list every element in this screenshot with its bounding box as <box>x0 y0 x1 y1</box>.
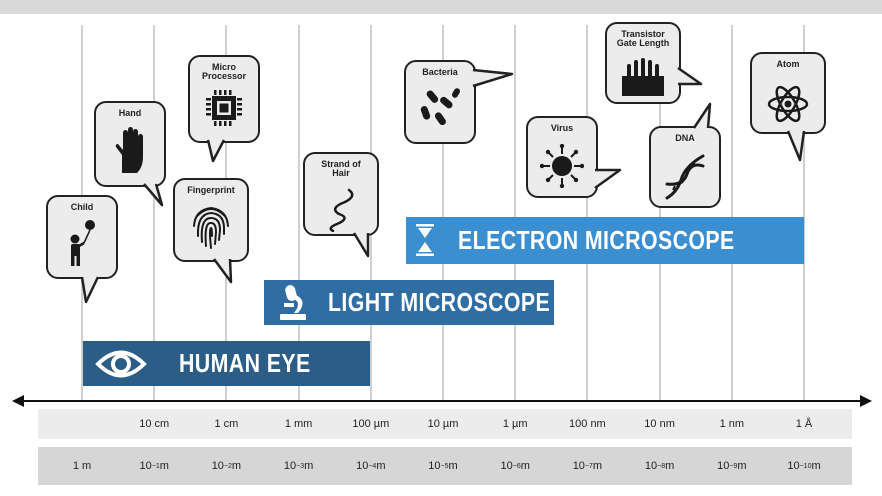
bacteria-icon <box>420 88 460 126</box>
human-eye-band: HUMAN EYE <box>83 341 370 386</box>
scale-label-metric: 1 nm <box>719 418 745 430</box>
virus-icon <box>540 144 584 188</box>
scale-label-exponent: 10−9 m <box>717 460 747 472</box>
hand-label: Hand <box>118 108 142 118</box>
eye-icon <box>95 350 147 378</box>
grid-line <box>803 25 805 400</box>
grid-line <box>586 25 589 400</box>
scale-label-metric: 1 mm <box>284 418 313 430</box>
electron-microscope-icon <box>416 224 434 256</box>
scale-label-metric: 100 µm <box>352 418 390 430</box>
child-bubble: Child <box>46 195 118 279</box>
microprocessor-bubble: Micro Processor <box>188 55 260 143</box>
grid-line <box>153 25 156 400</box>
scale-label-exponent: 10−4 m <box>356 460 386 472</box>
child-icon <box>70 220 95 266</box>
hand-bubble: Hand <box>94 101 166 187</box>
grid-line <box>297 25 300 400</box>
scale-row-metric: 10 cm 1 cm 1 mm 100 µm 10 µm 1 µm 100 nm 10 nm 1… <box>38 409 852 439</box>
hand-icon <box>115 127 143 173</box>
hair-bubble: Strand of Hair <box>303 152 379 236</box>
child-bubble-tail <box>80 276 100 304</box>
light-microscope-icon <box>280 285 306 320</box>
scale-label-metric: 1 cm <box>214 418 239 430</box>
microprocessor-bubble-tail <box>206 139 226 163</box>
bacteria-bubble-tail <box>472 68 514 88</box>
grid-line <box>658 25 661 400</box>
scale-label-metric: 1 Å <box>795 418 813 430</box>
hand-bubble-tail <box>143 183 164 207</box>
bacteria-bubble: Bacteria <box>404 60 476 144</box>
virus-bubble-tail <box>594 168 622 190</box>
hair-strand-icon <box>329 188 354 232</box>
scale-label-exponent: 10−7 m <box>572 460 603 472</box>
scale-label-metric: 1 µm <box>502 418 528 430</box>
light-microscope-band: LIGHT MICROSCOPE <box>264 280 554 325</box>
bacteria-label: Bacteria <box>422 67 458 77</box>
scale-label-metric: 10 nm <box>644 418 675 430</box>
grid-line <box>514 25 517 400</box>
virus-label: Virus <box>550 123 574 133</box>
transistor-label-line1: Transistor <box>621 29 665 39</box>
atom-icon <box>767 85 809 123</box>
atom-bubble: Atom <box>750 52 826 134</box>
fingerprint-icon <box>193 206 229 249</box>
scale-label-exponent: 1 m <box>72 460 92 472</box>
atom-bubble-tail <box>786 130 806 162</box>
dna-bubble-tail <box>692 102 712 129</box>
scale-label-exponent: 10−2 m <box>211 460 242 472</box>
scale-label-metric: 10 µm <box>427 418 459 430</box>
human-eye-label: HUMAN EYE <box>179 348 311 378</box>
virus-bubble: Virus <box>526 116 598 198</box>
scale-label-exponent: 10−10 m <box>787 460 821 472</box>
hair-bubble-tail <box>352 232 370 258</box>
dna-icon <box>665 154 705 200</box>
transistor-bubble-tail <box>677 66 703 86</box>
microprocessor-label: Micro Processor <box>190 62 258 82</box>
fingerprint-bubble: Fingerprint <box>173 178 249 262</box>
dna-bubble: DNA <box>649 126 721 208</box>
microchip-icon <box>206 90 242 126</box>
transistor-label-line2: Gate Length <box>616 38 670 49</box>
scale-row-exponent: 1 m 10−1 m 10−2 m 10−3 m 10−4 m 10−5 m 10−6 m 1… <box>38 447 852 485</box>
electron-microscope-label: ELECTRON MICROSCOPE <box>458 225 735 255</box>
transistor-label: Transistor Gate Length <box>607 29 679 49</box>
transistor-gate-icon <box>622 58 664 96</box>
transistor-bubble: Transistor Gate Length <box>605 22 681 104</box>
hair-label: Strand of Hair <box>305 159 377 179</box>
fingerprint-label: Fingerprint <box>187 185 235 195</box>
top-strip <box>0 0 882 14</box>
scale-label-exponent: 10−1 m <box>139 460 169 472</box>
scale-label-exponent: 10−3 m <box>283 460 314 472</box>
scale-label-exponent: 10−6 m <box>500 460 530 472</box>
scale-axis-arrow <box>12 395 872 407</box>
microprocessor-label-line2: Processor <box>201 71 247 82</box>
hair-label-line2: Hair <box>332 168 350 179</box>
fingerprint-bubble-tail <box>212 258 233 284</box>
scale-label-exponent: 10−5 m <box>428 460 458 472</box>
microprocessor-label-line1: Micro <box>211 62 236 72</box>
light-microscope-label: LIGHT MICROSCOPE <box>328 287 551 317</box>
grid-line <box>730 25 733 400</box>
atom-label: Atom <box>776 59 800 69</box>
dna-label: DNA <box>675 133 695 143</box>
scale-label-exponent: 10−8 m <box>644 460 675 472</box>
hair-label-line1: Strand of <box>321 159 361 169</box>
scale-label-metric: 10 cm <box>139 418 170 430</box>
electron-microscope-band: ELECTRON MICROSCOPE <box>406 217 804 264</box>
scale-label-metric: 100 nm <box>569 418 606 430</box>
child-label: Child <box>70 202 94 212</box>
grid-line <box>442 25 444 400</box>
